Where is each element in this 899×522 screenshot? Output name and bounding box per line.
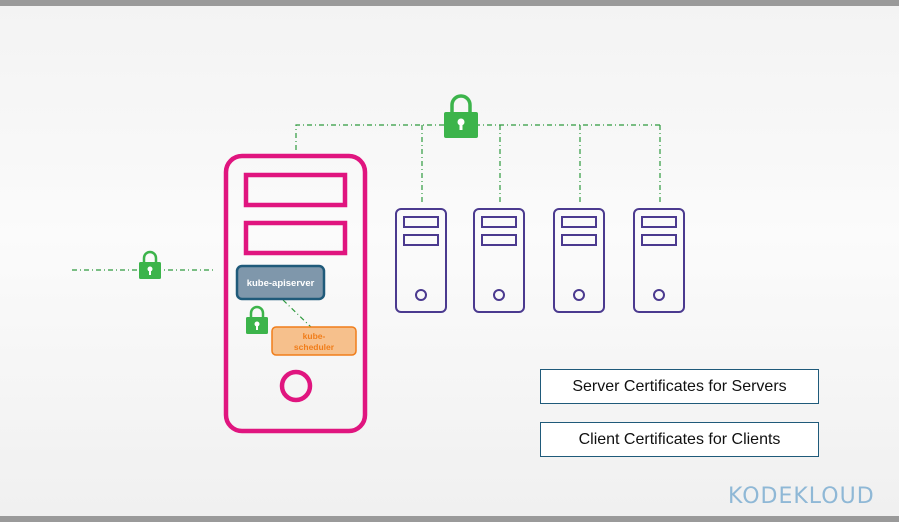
worker-node-1-server-icon <box>395 208 447 313</box>
kube-scheduler-label-line1: kube- <box>303 331 326 341</box>
kube-apiserver-label: kube-apiserver <box>247 278 315 289</box>
lock-icon-scheduler <box>246 305 268 334</box>
legend-client-text: Client Certificates for Clients <box>578 430 781 448</box>
worker-node-2-server-icon <box>473 208 525 313</box>
worker-node-4-server-icon <box>633 208 685 313</box>
legend-server-certificates: Server Certificates for Servers <box>540 369 819 404</box>
worker-node-3-server-icon <box>553 208 605 313</box>
master-node-server-icon <box>223 153 368 434</box>
kodekloud-logo: KODEKLOUD <box>728 484 875 509</box>
kube-apiserver-component: kube-apiserver <box>235 264 326 301</box>
connector-lines <box>72 124 661 329</box>
connector-scheduler <box>282 299 313 329</box>
lock-icon-left <box>139 250 161 279</box>
legend-server-text: Server Certificates for Servers <box>572 377 787 395</box>
legend-client-certificates: Client Certificates for Clients <box>540 422 819 457</box>
kube-scheduler-component: kube- scheduler <box>271 326 357 356</box>
connector-main <box>295 124 660 150</box>
kube-scheduler-label-line2: scheduler <box>294 342 335 352</box>
lock-icon-top <box>444 94 478 138</box>
